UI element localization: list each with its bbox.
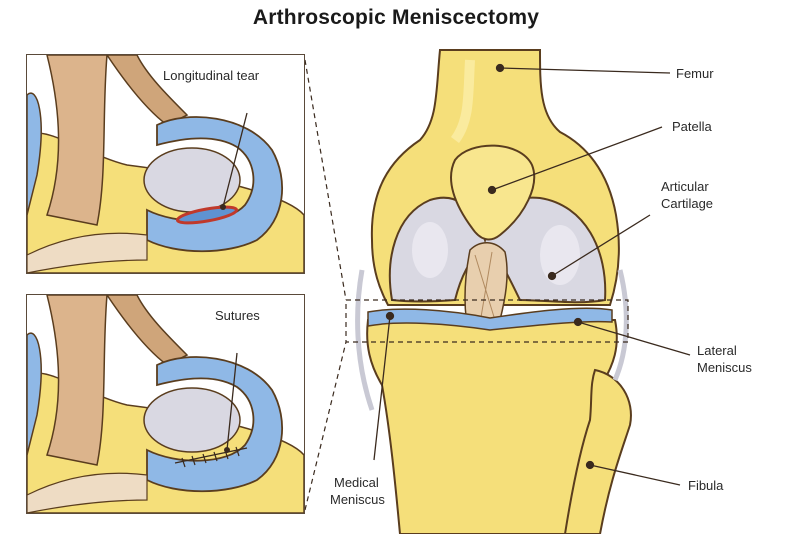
inset-longitudinal-tear: Longitudinal tear [26,54,305,274]
label-lateral-meniscus-line2: Meniscus [697,360,752,375]
diagram-title: Arthroscopic Meniscectomy [252,6,540,29]
suture-stitches [174,446,248,468]
label-articular-cartilage-line1: Articular [661,179,709,194]
label-medical-meniscus-line1: Medical [334,475,379,490]
fibula [563,368,632,534]
inset-sutures: Sutures [26,294,305,514]
inset-label-longitudinal-tear: Longitudinal tear [163,68,260,83]
inset-label-sutures: Sutures [215,308,260,323]
label-lateral-meniscus-line1: Lateral [697,343,737,358]
label-articular-cartilage-line2: Cartilage [661,196,714,211]
label-medical-meniscus-line2: Meniscus [330,492,385,507]
label-patella: Patella [672,119,712,134]
label-fibula: Fibula [688,478,724,493]
label-femur: Femur [676,66,714,81]
meniscus-band [367,307,613,331]
tear-mark [175,205,239,225]
